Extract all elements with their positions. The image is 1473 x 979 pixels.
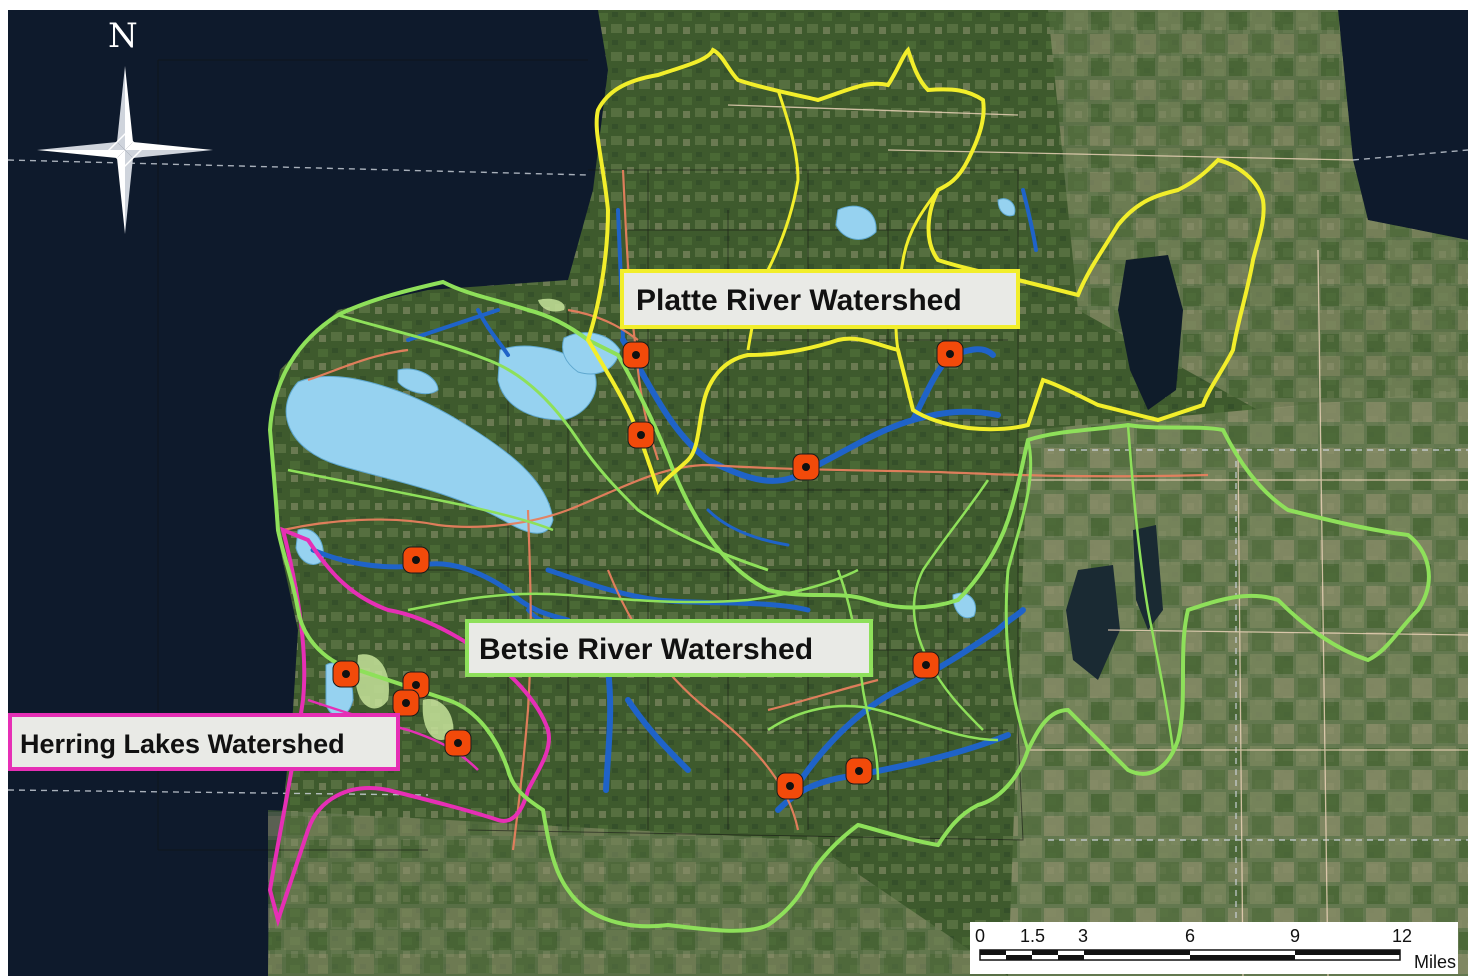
scale-tick: 0 [975,926,986,946]
scale-bar: 0 1.5 3 6 9 12 Miles [970,922,1458,974]
scale-tick: 9 [1290,926,1301,946]
scale-tick: 6 [1185,926,1196,946]
scale-units: Miles [1413,952,1456,972]
scale-tick: 3 [1078,926,1089,946]
herring-lakes-watershed-label: Herring Lakes Watershed [8,713,400,771]
map-frame: N Platte River Watershed Betsie River Wa… [8,10,1468,976]
scale-tick: 1.5 [1020,926,1046,946]
platte-river-watershed-label: Platte River Watershed [620,269,1020,329]
scale-tick: 12 [1392,926,1413,946]
north-arrow-letter: N [108,16,138,56]
north-arrow-icon [37,66,213,234]
watershed-map [8,10,1468,976]
betsie-river-watershed-label: Betsie River Watershed [465,619,873,677]
